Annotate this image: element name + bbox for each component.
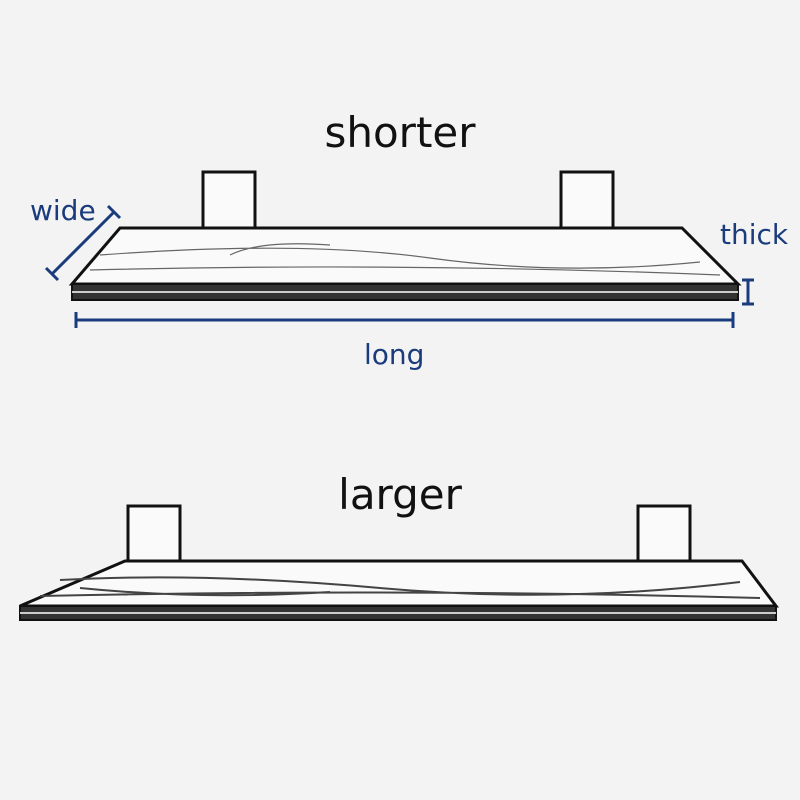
shorter-title: shorter (324, 108, 476, 157)
post-right (636, 504, 692, 564)
long-label: long (364, 338, 425, 371)
larger-title: larger (338, 470, 462, 519)
wide-dimension-line (50, 210, 116, 276)
post-left (201, 170, 257, 232)
wide-label: wide (30, 194, 96, 227)
shorter-shelf (68, 170, 742, 301)
post-right (559, 170, 615, 232)
larger-shelf (19, 504, 780, 621)
shelf-top (19, 559, 780, 608)
post-left (126, 504, 182, 564)
dimension-lines (44, 204, 754, 328)
shelf-top (68, 226, 742, 286)
thick-label: thick (720, 218, 789, 251)
